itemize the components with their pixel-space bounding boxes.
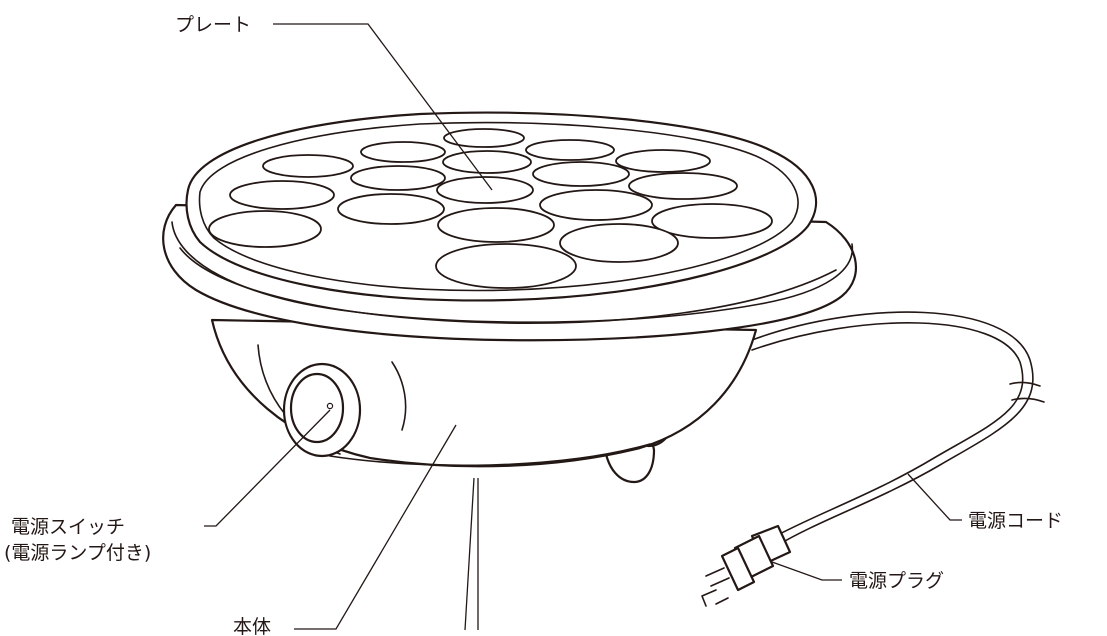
label-plate: プレート	[175, 14, 251, 36]
label-power-switch: 電源スイッチ	[11, 516, 125, 538]
label-power-plug: 電源プラグ	[849, 570, 944, 592]
label-body: 本体	[233, 616, 271, 636]
label-power-cord: 電源コード	[968, 510, 1063, 532]
power-cord	[751, 311, 1045, 546]
power-switch	[282, 362, 362, 458]
plate-cups	[208, 128, 773, 289]
label-power-lamp: (電源ランプ付き)	[4, 542, 151, 564]
power-plug	[701, 524, 792, 607]
leader-lines	[204, 23, 962, 631]
